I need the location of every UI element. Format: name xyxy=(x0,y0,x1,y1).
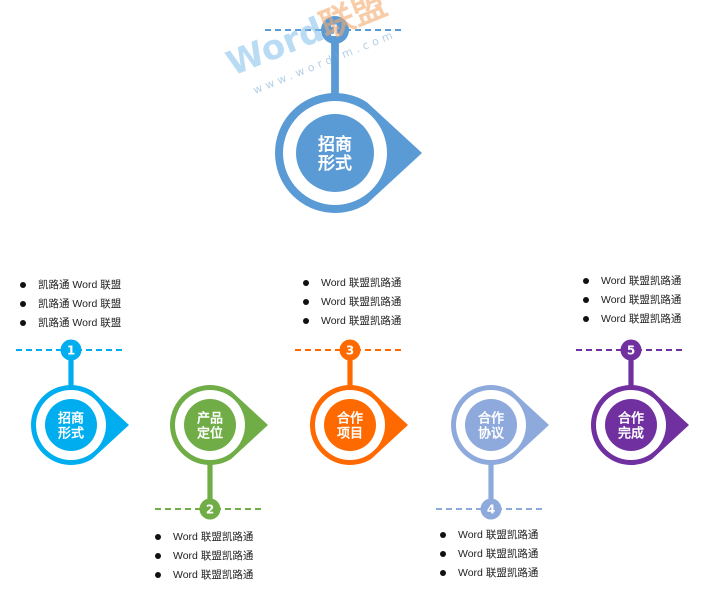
bullet-list-step-3: Word 联盟凯路通 Word 联盟凯路通 Word 联盟凯路通 xyxy=(301,274,401,331)
step-1-label-line2: 形式 xyxy=(58,425,84,441)
list-item: Word 联盟凯路通 xyxy=(301,293,401,312)
list-item: Word 联盟凯路通 xyxy=(301,312,401,331)
bullet-list-step-2: Word 联盟凯路通 Word 联盟凯路通 Word 联盟凯路通 xyxy=(153,528,253,585)
step-2-label-line1: 产品 xyxy=(197,411,223,427)
step-2-number-label: 2 xyxy=(206,502,214,516)
list-item: Word 联盟凯路通 xyxy=(438,564,538,583)
step-3-inner-circle xyxy=(324,399,376,451)
step-1-inner-circle xyxy=(45,399,97,451)
step-4-number-node xyxy=(480,498,502,520)
list-item: Word 联盟凯路通 xyxy=(581,310,681,329)
step-1-number-node xyxy=(60,339,82,361)
step-4-inner-circle xyxy=(465,399,517,451)
hero-number-label: 1 xyxy=(329,21,340,40)
step-5-number-node xyxy=(620,339,642,361)
step-2-number-node xyxy=(199,498,221,520)
list-item: Word 联盟凯路通 xyxy=(438,526,538,545)
bullet-list-step-1: 凯路通 Word 联盟 凯路通 Word 联盟 凯路通 Word 联盟 xyxy=(18,276,121,333)
step-4-label-line1: 合作 xyxy=(478,411,504,427)
list-item: Word 联盟凯路通 xyxy=(153,528,253,547)
list-item: Word 联盟凯路通 xyxy=(153,566,253,585)
list-item: Word 联盟凯路通 xyxy=(581,291,681,310)
hero-inner-circle xyxy=(296,114,374,192)
hero-label-line1: 招商 xyxy=(318,134,352,155)
list-item: Word 联盟凯路通 xyxy=(153,547,253,566)
step-3-number-label: 3 xyxy=(346,343,354,357)
list-item: Word 联盟凯路通 xyxy=(301,274,401,293)
step-2-inner-circle xyxy=(184,399,236,451)
step-5-label-line1: 合作 xyxy=(618,411,644,427)
hero-label-line2: 形式 xyxy=(318,153,352,174)
step-1-number-label: 1 xyxy=(67,343,75,357)
step-5-number-label: 5 xyxy=(627,343,635,357)
step-2-label-line2: 定位 xyxy=(196,425,223,441)
step-3-label-line1: 合作 xyxy=(337,411,363,427)
hero-number-node xyxy=(321,16,349,44)
step-3-number-node xyxy=(339,339,361,361)
step-4-label-line2: 协议 xyxy=(478,425,505,441)
list-item: Word 联盟凯路通 xyxy=(581,272,681,291)
list-item: 凯路通 Word 联盟 xyxy=(18,295,121,314)
list-item: 凯路通 Word 联盟 xyxy=(18,314,121,333)
step-4-number-label: 4 xyxy=(487,502,495,516)
step-1-label-line1: 招商 xyxy=(58,411,84,427)
list-item: Word 联盟凯路通 xyxy=(438,545,538,564)
bullet-list-step-5: Word 联盟凯路通 Word 联盟凯路通 Word 联盟凯路通 xyxy=(581,272,681,329)
bullet-list-step-4: Word 联盟凯路通 Word 联盟凯路通 Word 联盟凯路通 xyxy=(438,526,538,583)
step-3-label-line2: 项目 xyxy=(337,426,363,441)
step-5-label-line2: 完成 xyxy=(618,425,644,441)
step-5-inner-circle xyxy=(605,399,657,451)
list-item: 凯路通 Word 联盟 xyxy=(18,276,121,295)
